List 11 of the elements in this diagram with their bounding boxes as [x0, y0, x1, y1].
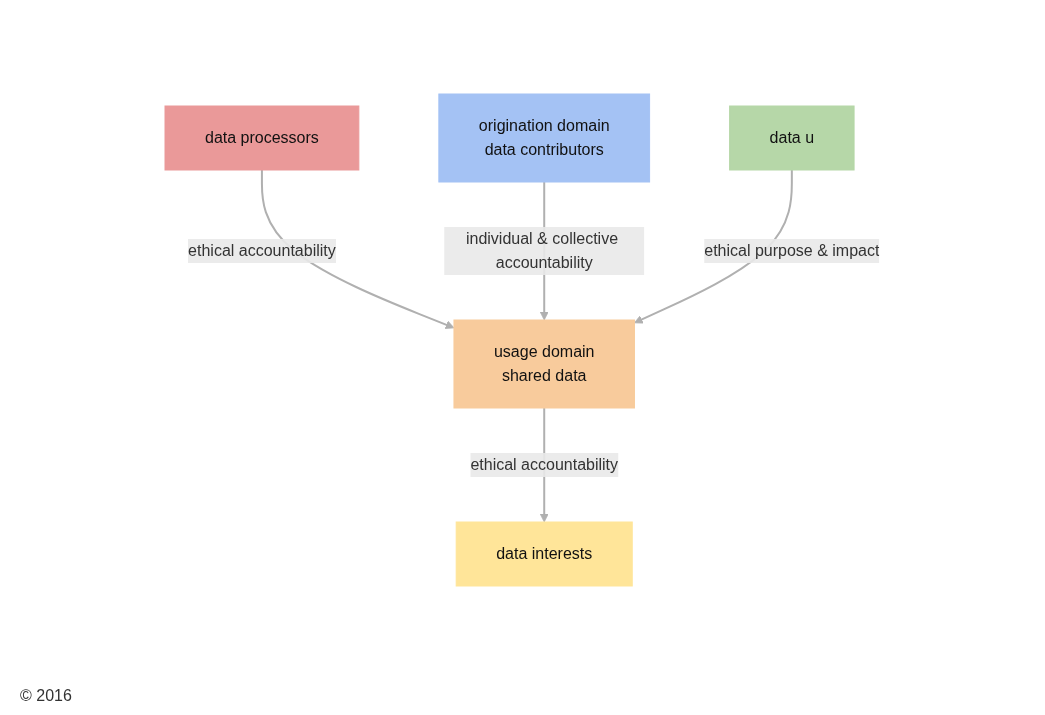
node-box: data u: [729, 105, 855, 171]
arrow: [261, 169, 455, 329]
node-box: origination domain data contributors: [438, 93, 651, 183]
node-box: data processors: [164, 105, 360, 171]
edge-label: ethical accountability: [470, 456, 619, 473]
edge-label: ethical purpose & impact: [704, 242, 880, 259]
edge-label: ethical accountability: [188, 242, 337, 259]
copyright-note: © 2016: [20, 687, 72, 705]
node-box: data interests: [455, 521, 634, 587]
node-box: usage domain shared data: [453, 319, 636, 409]
edge-label: individual & collective accountability: [466, 230, 619, 271]
